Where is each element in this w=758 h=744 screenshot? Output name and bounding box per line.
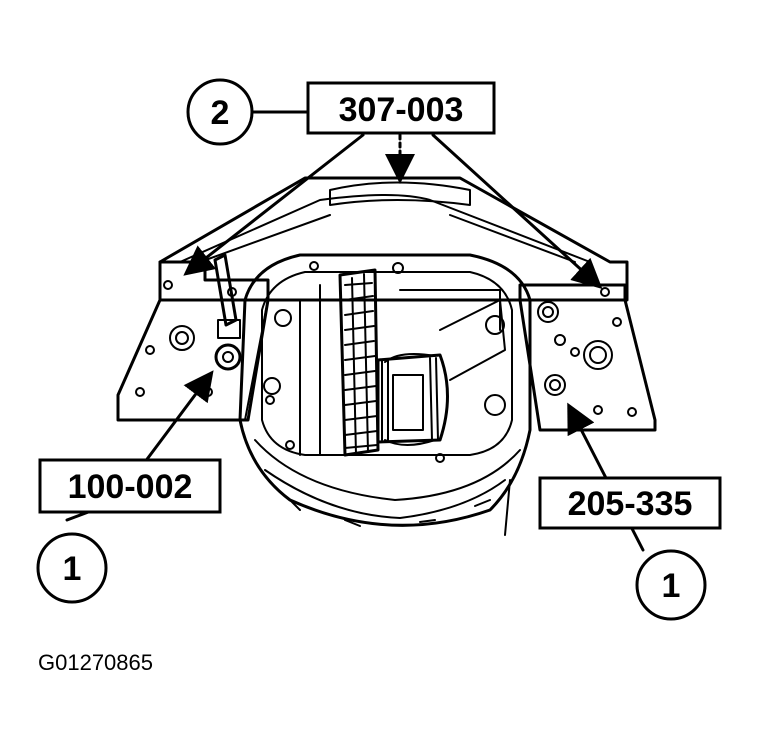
step-circle-left	[36, 532, 108, 604]
tool-box-left	[38, 458, 222, 514]
step-circle-right	[635, 549, 707, 621]
tool-box-top	[306, 81, 496, 135]
fixture-bridge	[158, 176, 629, 302]
callout-left: 100-002 1	[36, 458, 222, 604]
step-number-top: 2	[211, 94, 230, 132]
callout-right: 205-335 1	[538, 476, 722, 621]
right-mounting-plate	[518, 283, 657, 432]
tool-box-right	[538, 476, 722, 530]
step-number-right: 1	[662, 567, 681, 605]
callout-top: 2 307-003	[186, 78, 496, 146]
ring-gear	[338, 268, 380, 457]
step-circle-top	[186, 78, 254, 146]
tool-number-right: 205-335	[568, 485, 693, 523]
tool-number-top: 307-003	[339, 91, 464, 129]
differential-carrier	[376, 289, 506, 446]
step-number-left: 1	[63, 550, 82, 588]
tool-rod	[213, 253, 242, 371]
tool-number-left: 100-002	[68, 468, 193, 506]
figure-code: G01270865	[38, 650, 153, 675]
differential-housing	[238, 253, 532, 536]
